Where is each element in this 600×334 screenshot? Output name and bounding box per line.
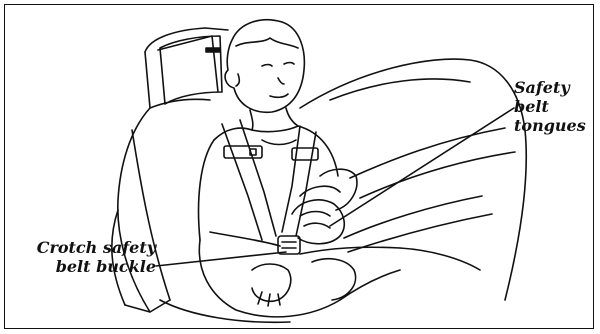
- label-crotch-safety-belt-buckle: Crotch safety belt buckle: [6, 238, 156, 276]
- label-line: Safety: [514, 78, 586, 97]
- label-line: tongues: [514, 116, 586, 135]
- child-hand: [252, 264, 291, 301]
- pointer-tongues: [330, 108, 514, 226]
- label-safety-belt-tongues: Safety belt tongues: [514, 78, 586, 135]
- label-line: Crotch safety: [6, 238, 156, 257]
- crotch-buckle: [278, 236, 300, 254]
- vehicle-seat-back: [300, 59, 526, 300]
- label-line: belt: [514, 97, 586, 116]
- adult-upper-arm: [350, 128, 505, 178]
- harness-strap-left: [222, 124, 262, 240]
- child-head: [225, 20, 304, 113]
- label-line: belt buckle: [6, 257, 156, 276]
- child-lap: [210, 232, 280, 246]
